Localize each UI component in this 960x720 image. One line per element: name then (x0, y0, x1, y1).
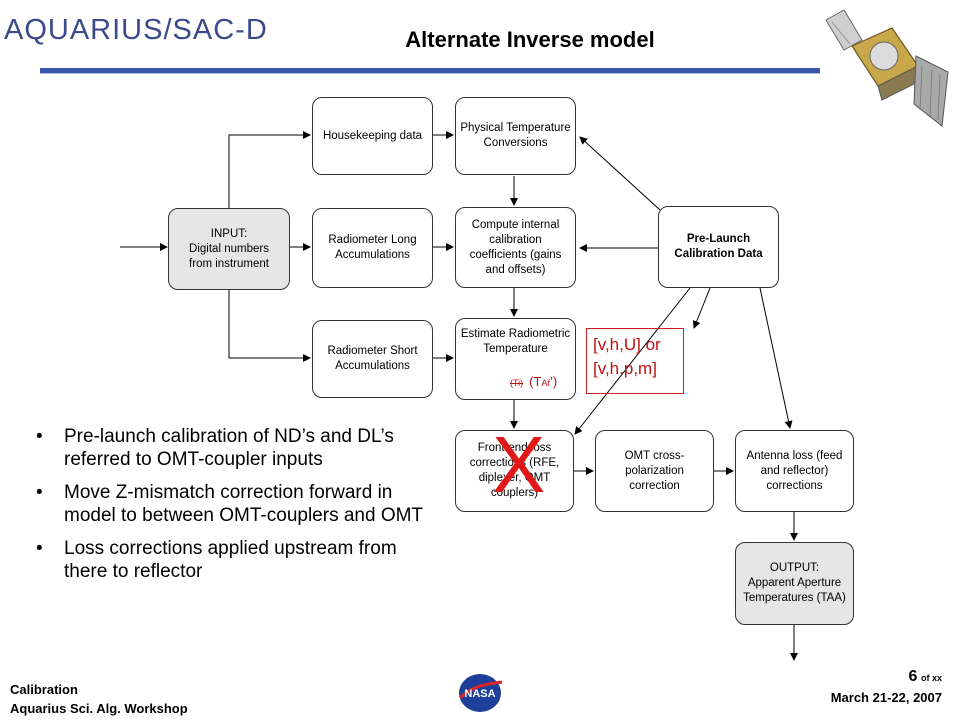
input-desc-1: Digital numbers (189, 242, 269, 255)
bullet-dot-icon: • (36, 538, 43, 559)
footer-right: 6 of xx March 21-22, 2007 (831, 667, 942, 707)
bullet-text: Pre-launch calibration of ND’s and DL’s … (64, 426, 394, 470)
taf-annotation: (Ti) (TAf’) (510, 374, 557, 389)
housekeeping-box: Housekeeping data (312, 97, 433, 175)
bullet-dot-icon: • (36, 482, 43, 503)
ti-struck: (Ti) (510, 378, 524, 388)
satellite-icon (825, 9, 949, 127)
estimate-box: Estimate Radiometric Temperature (455, 318, 576, 400)
physical-temp-label: Physical Temperature Conversions (460, 122, 571, 149)
input-box: INPUT: Digital numbers from instrument (168, 208, 290, 290)
output-box: OUTPUT: Apparent Aperture Temperatures (… (735, 542, 854, 625)
cross-out-mark: X (492, 420, 546, 509)
slide-title: Alternate Inverse model (405, 27, 655, 52)
frontend-loss-box: Front-end loss corrections (RFE, diplexe… (455, 430, 574, 512)
antenna-loss-box: Antenna loss (feed and reflector) correc… (735, 430, 854, 512)
vhu-line-1: [v,h,U] or (593, 335, 661, 354)
omt-box: OMT cross-polarization correction (595, 430, 714, 512)
bullet-list: • Pre-launch calibration of ND’s and DL’s… (30, 425, 440, 593)
bullet-text: Loss corrections applied upstream from t… (64, 538, 397, 582)
output-desc: Apparent Aperture Temperatures (TAA) (743, 577, 846, 604)
compute-internal-box: Compute internal calibration coefficient… (455, 207, 576, 288)
omt-label: OMT cross-polarization correction (624, 449, 685, 492)
svg-text:NASA: NASA (464, 688, 495, 700)
bullet-item: • Loss corrections applied upstream from … (30, 537, 440, 583)
prelaunch-label: Pre-Launch Calibration Data (674, 233, 763, 260)
page-number: 6 (908, 668, 918, 685)
footer-date: March 21-22, 2007 (830, 690, 942, 705)
bullet-dot-icon: • (36, 426, 43, 447)
radiometer-long-box: Radiometer Long Accumulations (312, 208, 433, 288)
taf-suffix: ’) (549, 374, 558, 389)
radiometer-long-label: Radiometer Long Accumulations (328, 234, 417, 261)
prelaunch-box: Pre-Launch Calibration Data (658, 206, 779, 288)
compute-internal-label: Compute internal calibration coefficient… (469, 218, 562, 276)
input-desc-2: from instrument (189, 257, 269, 270)
input-label: INPUT: (210, 227, 248, 240)
housekeeping-label: Housekeeping data (322, 129, 423, 142)
bullet-text: Move Z-mismatch correction forward in mo… (64, 482, 424, 526)
aquarius-logo: AQUARIUS/SAC-D (4, 14, 268, 46)
radiometer-short-label: Radiometer Short Accumulations (327, 345, 418, 372)
title-rule (40, 68, 820, 74)
footer-left: Calibration Aquarius Sci. Alg. Workshop (10, 680, 188, 718)
page-of: of xx (920, 673, 942, 683)
vhu-line-2: [v,h,p,m] (593, 359, 657, 378)
taf-subscript: Af (541, 378, 550, 388)
output-label: OUTPUT: (769, 562, 820, 574)
bullet-item: • Pre-launch calibration of ND’s and DL’s… (30, 425, 440, 471)
footer-topic: Calibration (10, 682, 78, 697)
vhu-annotation: [v,h,U] or [v,h,p,m] (586, 328, 684, 394)
antenna-loss-label: Antenna loss (feed and reflector) correc… (746, 449, 843, 492)
estimate-label: Estimate Radiometric Temperature (460, 328, 571, 355)
frontend-loss-label: Front-end loss corrections (RFE, diplexe… (469, 442, 560, 499)
taf-prefix: (T (529, 374, 542, 389)
nasa-logo-icon: NASA (458, 674, 503, 712)
bullet-item: • Move Z-mismatch correction forward in m… (30, 481, 440, 527)
footer-event: Aquarius Sci. Alg. Workshop (10, 701, 188, 716)
physical-temp-box: Physical Temperature Conversions (455, 97, 576, 175)
radiometer-short-box: Radiometer Short Accumulations (312, 320, 433, 398)
